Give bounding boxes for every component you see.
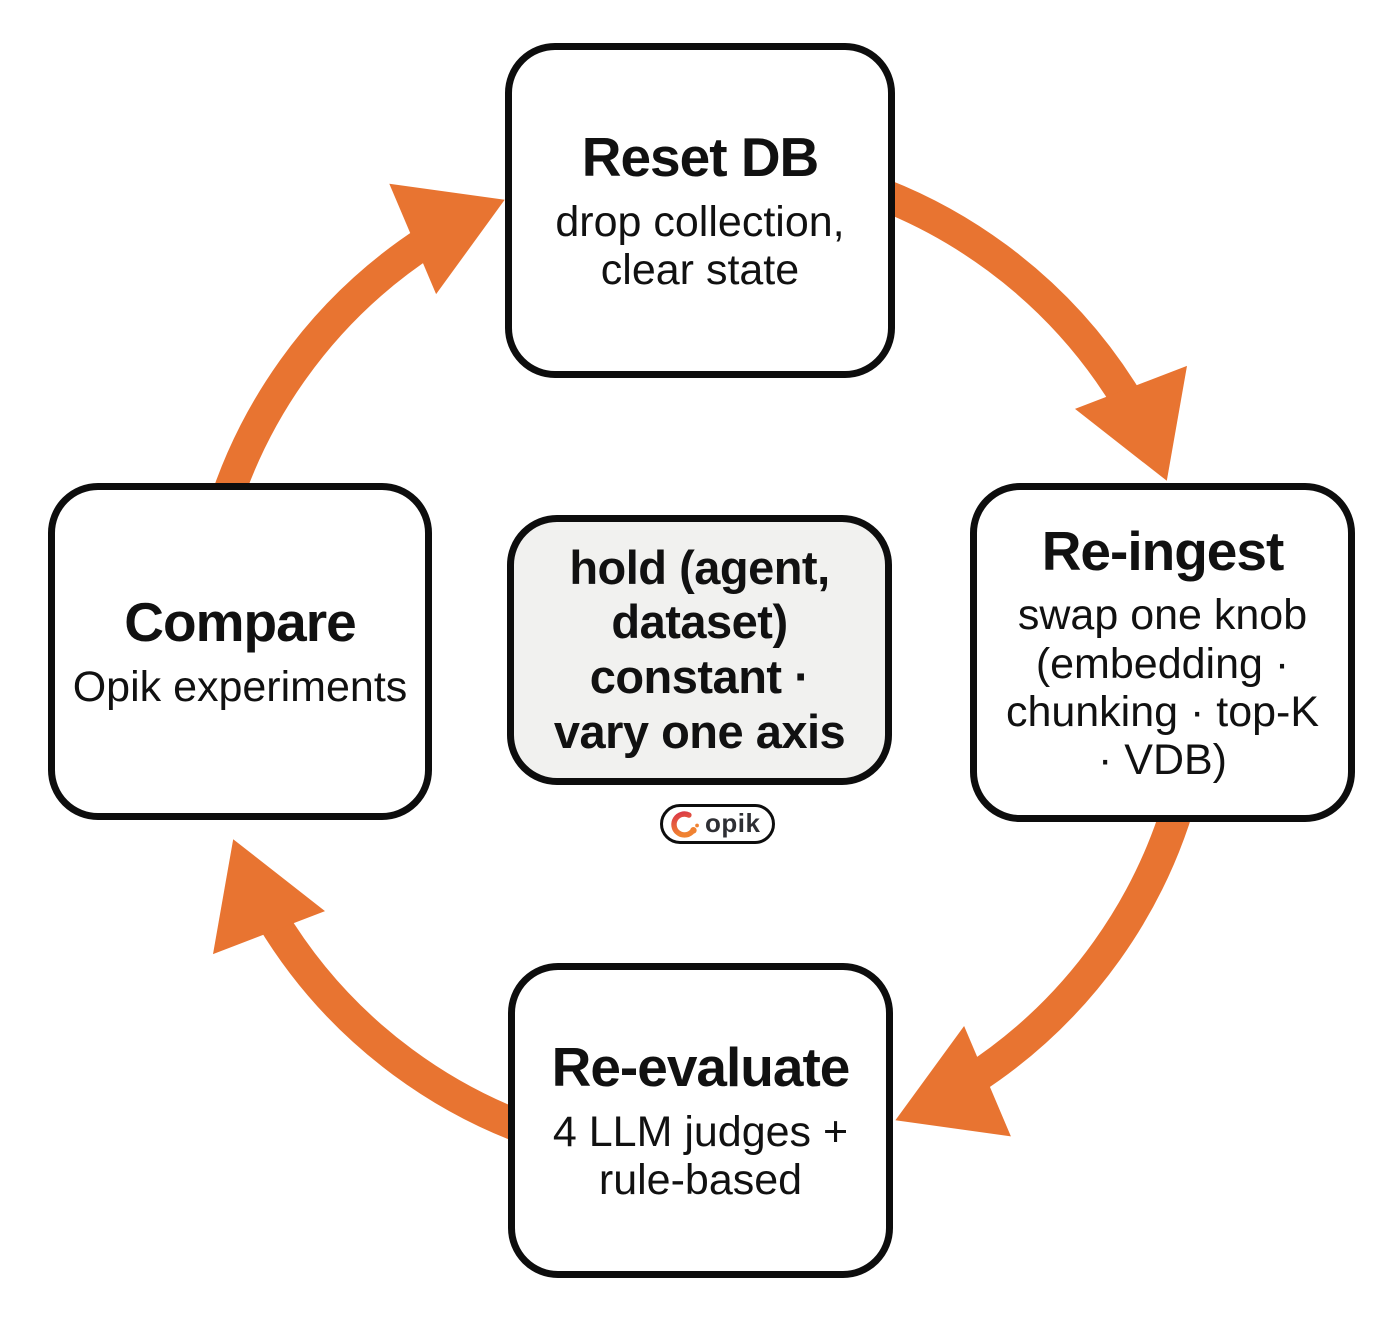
node-experiment-constraint: hold (agent, dataset) constant · vary on… [507, 515, 892, 785]
node-re-ingest-subtitle: swap one knob (embedding · chunking · to… [1005, 591, 1320, 784]
experiment-constraint-text: hold (agent, dataset) constant · vary on… [553, 540, 846, 758]
node-re-evaluate-title: Re-evaluate [551, 1036, 851, 1099]
node-re-ingest: Re-ingest swap one knob (embedding · chu… [970, 483, 1355, 822]
node-compare-subtitle: Opik experiments [72, 662, 408, 711]
node-re-ingest-title: Re-ingest [1041, 519, 1285, 582]
opik-ring-icon [671, 810, 699, 838]
node-reset-db-subtitle: drop collection, clear state [555, 197, 845, 294]
node-re-evaluate-subtitle: 4 LLM judges + rule-based [552, 1107, 849, 1204]
node-reset-db-title: Reset DB [581, 126, 820, 189]
arrow-reingest-to-reevaluate [895, 777, 1201, 1137]
opik-logo-badge: opik [660, 804, 776, 844]
node-compare: Compare Opik experiments [48, 483, 432, 820]
node-reset-db: Reset DB drop collection, clear state [505, 43, 895, 378]
node-re-evaluate: Re-evaluate 4 LLM judges + rule-based [508, 963, 893, 1278]
node-compare-title: Compare [124, 591, 356, 654]
opik-logo-text: opik [705, 807, 761, 838]
